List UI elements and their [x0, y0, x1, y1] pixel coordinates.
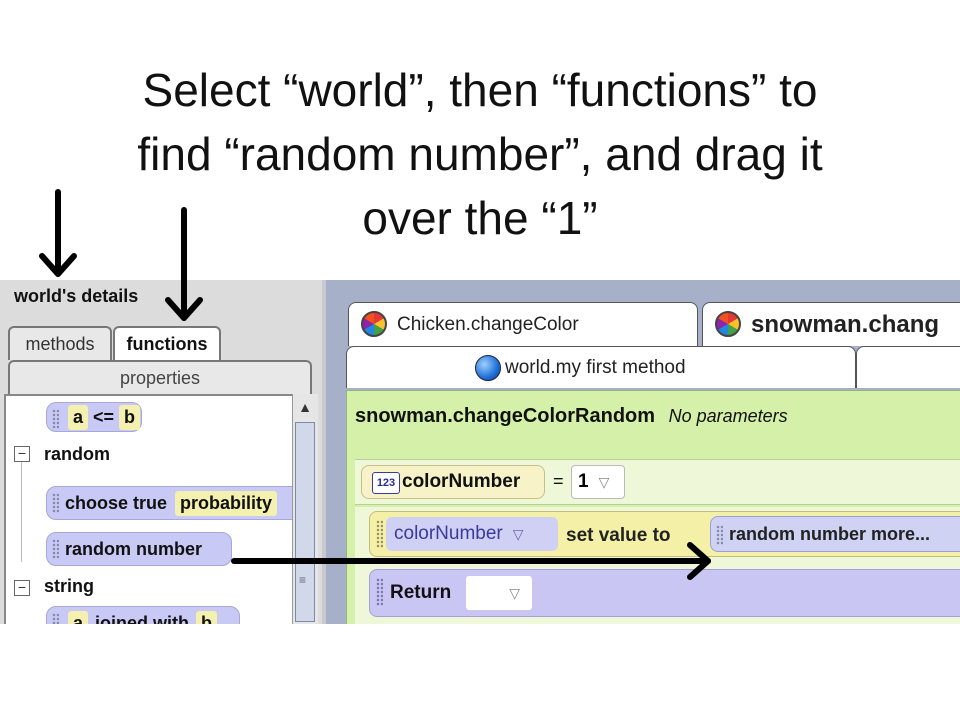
choose-true-label: choose true: [65, 492, 168, 513]
details-title: world's details: [14, 286, 139, 306]
variable-tile[interactable]: 123 colorNumber: [361, 465, 545, 499]
method-editor: snowman.changeColorRandom No parameters …: [346, 390, 960, 624]
scroll-grip-icon: ≡: [299, 573, 307, 587]
tab-functions[interactable]: functions: [113, 326, 221, 360]
return-value-dropdown[interactable]: ▽: [466, 576, 532, 610]
set-target-dropdown[interactable]: colorNumber ▽: [386, 517, 558, 551]
method-params: No parameters: [668, 406, 788, 426]
set-value-label: set value to: [566, 525, 671, 546]
choose-true-tile[interactable]: choose true probability: [46, 486, 294, 520]
tree-line: [21, 462, 22, 562]
color-wheel-icon: [715, 311, 741, 337]
variable-value: 1: [578, 471, 589, 492]
collapse-string-icon[interactable]: −: [14, 580, 30, 596]
drag-grip-icon[interactable]: [376, 520, 383, 548]
chevron-down-icon: ▽: [509, 584, 520, 601]
variable-value-dropdown[interactable]: 1 ▽: [571, 465, 625, 499]
return-label: Return: [390, 582, 452, 603]
scroll-up-arrow-icon[interactable]: ▲: [298, 399, 312, 415]
compare-b-slot: b: [119, 404, 141, 430]
random-number-more-label: random number more...: [729, 523, 931, 544]
less-equal-tile[interactable]: a <= b: [46, 402, 142, 432]
tab-world-first-method[interactable]: world.my first method: [346, 346, 856, 388]
compare-operator: <=: [93, 406, 115, 427]
details-panel: world's details methods functions proper…: [0, 280, 322, 624]
local-variable-row: 123 colorNumber = 1 ▽: [355, 459, 960, 505]
number-type-icon: 123: [372, 472, 400, 494]
caption-line-1: Select “world”, then “functions” to: [142, 64, 818, 116]
joined-with-label: joined with: [95, 612, 190, 625]
functions-scrollbar[interactable]: ▲ ≡: [292, 394, 318, 624]
method-editor-panel: Chicken.changeColor snowman.chang world.…: [322, 280, 960, 624]
drag-grip-icon[interactable]: [376, 578, 383, 606]
collapse-random-icon[interactable]: −: [14, 446, 30, 462]
tab-chicken-change-color[interactable]: Chicken.changeColor: [348, 302, 698, 346]
method-header: snowman.changeColorRandom No parameters: [355, 405, 788, 428]
instruction-caption: Select “world”, then “functions” to find…: [0, 58, 960, 250]
tab-methods[interactable]: methods: [8, 326, 112, 360]
tab-blank[interactable]: [856, 346, 960, 388]
tab-world-label: world.my first method: [505, 356, 686, 378]
caption-line-2: find “random number”, and drag it: [137, 128, 823, 180]
category-string: string: [44, 576, 95, 596]
category-random: random: [44, 444, 111, 464]
tab-snowman-change-color[interactable]: snowman.chang: [702, 302, 960, 346]
compare-a-slot: a: [68, 404, 89, 430]
equals-sign: =: [553, 471, 564, 491]
joined-a-slot: a: [68, 610, 89, 624]
random-number-label: random number: [65, 538, 203, 559]
scroll-thumb[interactable]: ≡: [295, 422, 315, 622]
chevron-down-icon: ▽: [512, 525, 524, 542]
return-statement[interactable]: Return ▽: [369, 569, 960, 617]
random-number-dropped-tile[interactable]: random number more...: [710, 516, 960, 552]
joined-with-tile[interactable]: a joined with b: [46, 606, 240, 624]
chevron-down-icon: ▽: [598, 473, 610, 490]
functions-list: a <= b − random choose true probability …: [4, 394, 294, 624]
set-value-statement[interactable]: colorNumber ▽ set value to random number…: [369, 511, 960, 557]
globe-icon: [475, 355, 501, 381]
tab-chicken-label: Chicken.changeColor: [397, 313, 579, 335]
tab-properties[interactable]: properties: [8, 360, 312, 394]
tab-snowman-label: snowman.chang: [751, 310, 940, 338]
set-target-name: colorNumber: [394, 523, 503, 544]
color-wheel-icon: [361, 311, 387, 337]
joined-b-slot: b: [196, 610, 218, 624]
probability-slot: probability: [175, 490, 278, 516]
variable-name: colorNumber: [402, 471, 521, 492]
caption-line-3: over the “1”: [362, 192, 598, 244]
random-number-tile[interactable]: random number: [46, 532, 232, 566]
method-name: snowman.changeColorRandom: [355, 405, 656, 427]
